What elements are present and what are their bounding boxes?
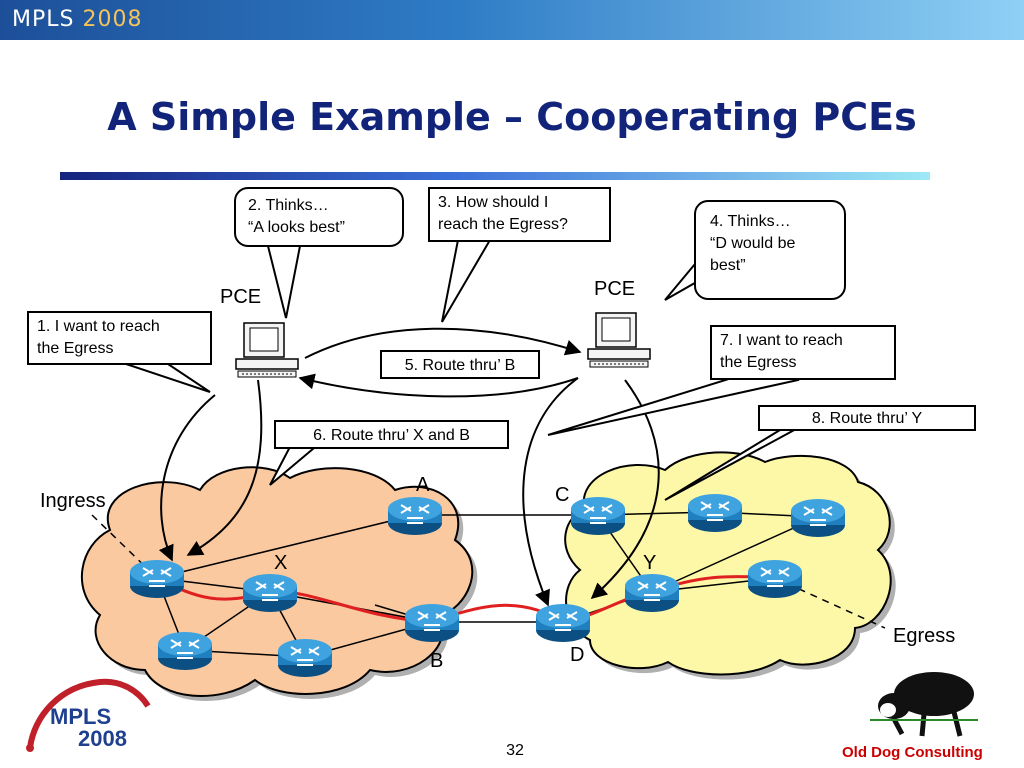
title-rule: [60, 172, 930, 180]
message-arrows: [158, 327, 660, 607]
pce-right-label: PCE: [594, 278, 636, 300]
ingress-connector: [91, 514, 158, 579]
node-label-d: D: [570, 644, 585, 666]
pce-right-computer-icon: [587, 312, 651, 368]
router-x: [242, 573, 298, 613]
pce-left-label: PCE: [220, 286, 262, 308]
callout-1: 1. I want to reach the Egress: [27, 311, 212, 365]
router-right-far: [790, 498, 846, 538]
consulting-credit: Old Dog Consulting: [842, 744, 983, 761]
slide-title: A Simple Example – Cooperating PCEs: [107, 95, 917, 139]
router-b: [404, 603, 460, 643]
pce-left-computer-icon: [235, 322, 299, 378]
ingress-label: Ingress: [40, 490, 106, 512]
page-number: 32: [506, 742, 524, 759]
egress-label: Egress: [893, 625, 956, 647]
callout-8: 8. Route thru’ Y: [758, 405, 976, 431]
callout-3: 3. How should I reach the Egress?: [428, 187, 611, 242]
router-egress: [747, 559, 803, 599]
logo-year: 2008: [78, 726, 127, 751]
router-d: [535, 603, 591, 643]
callout-6: 6. Route thru’ X and B: [274, 420, 509, 449]
router-ingress: [129, 559, 185, 599]
header-brand: MPLS 2008: [12, 7, 143, 32]
header-banner: MPLS 2008: [0, 0, 1024, 40]
node-label-y: Y: [643, 552, 657, 574]
right-network-cloud: [564, 451, 896, 680]
node-label-x: X: [274, 552, 288, 574]
node-label-b: B: [430, 650, 444, 672]
callout-4: 4. Thinks… “D would be best”: [694, 200, 846, 300]
callout-2: 2. Thinks… “A looks best”: [234, 187, 404, 247]
router-a: [387, 496, 443, 536]
router-y: [624, 573, 680, 613]
callout-7: 7. I want to reach the Egress: [710, 325, 896, 380]
mpls-2008-logo: MPLS 2008: [26, 678, 151, 752]
old-dog-logo: [870, 672, 978, 737]
callout-5: 5. Route thru’ B: [380, 350, 540, 379]
router-left-lower: [157, 631, 213, 671]
router-c: [570, 496, 626, 536]
node-label-c: C: [555, 484, 570, 506]
node-label-a: A: [416, 474, 430, 496]
logo-brand: MPLS: [50, 704, 111, 729]
router-left-bottom: [277, 638, 333, 678]
router-right-top: [687, 493, 743, 533]
